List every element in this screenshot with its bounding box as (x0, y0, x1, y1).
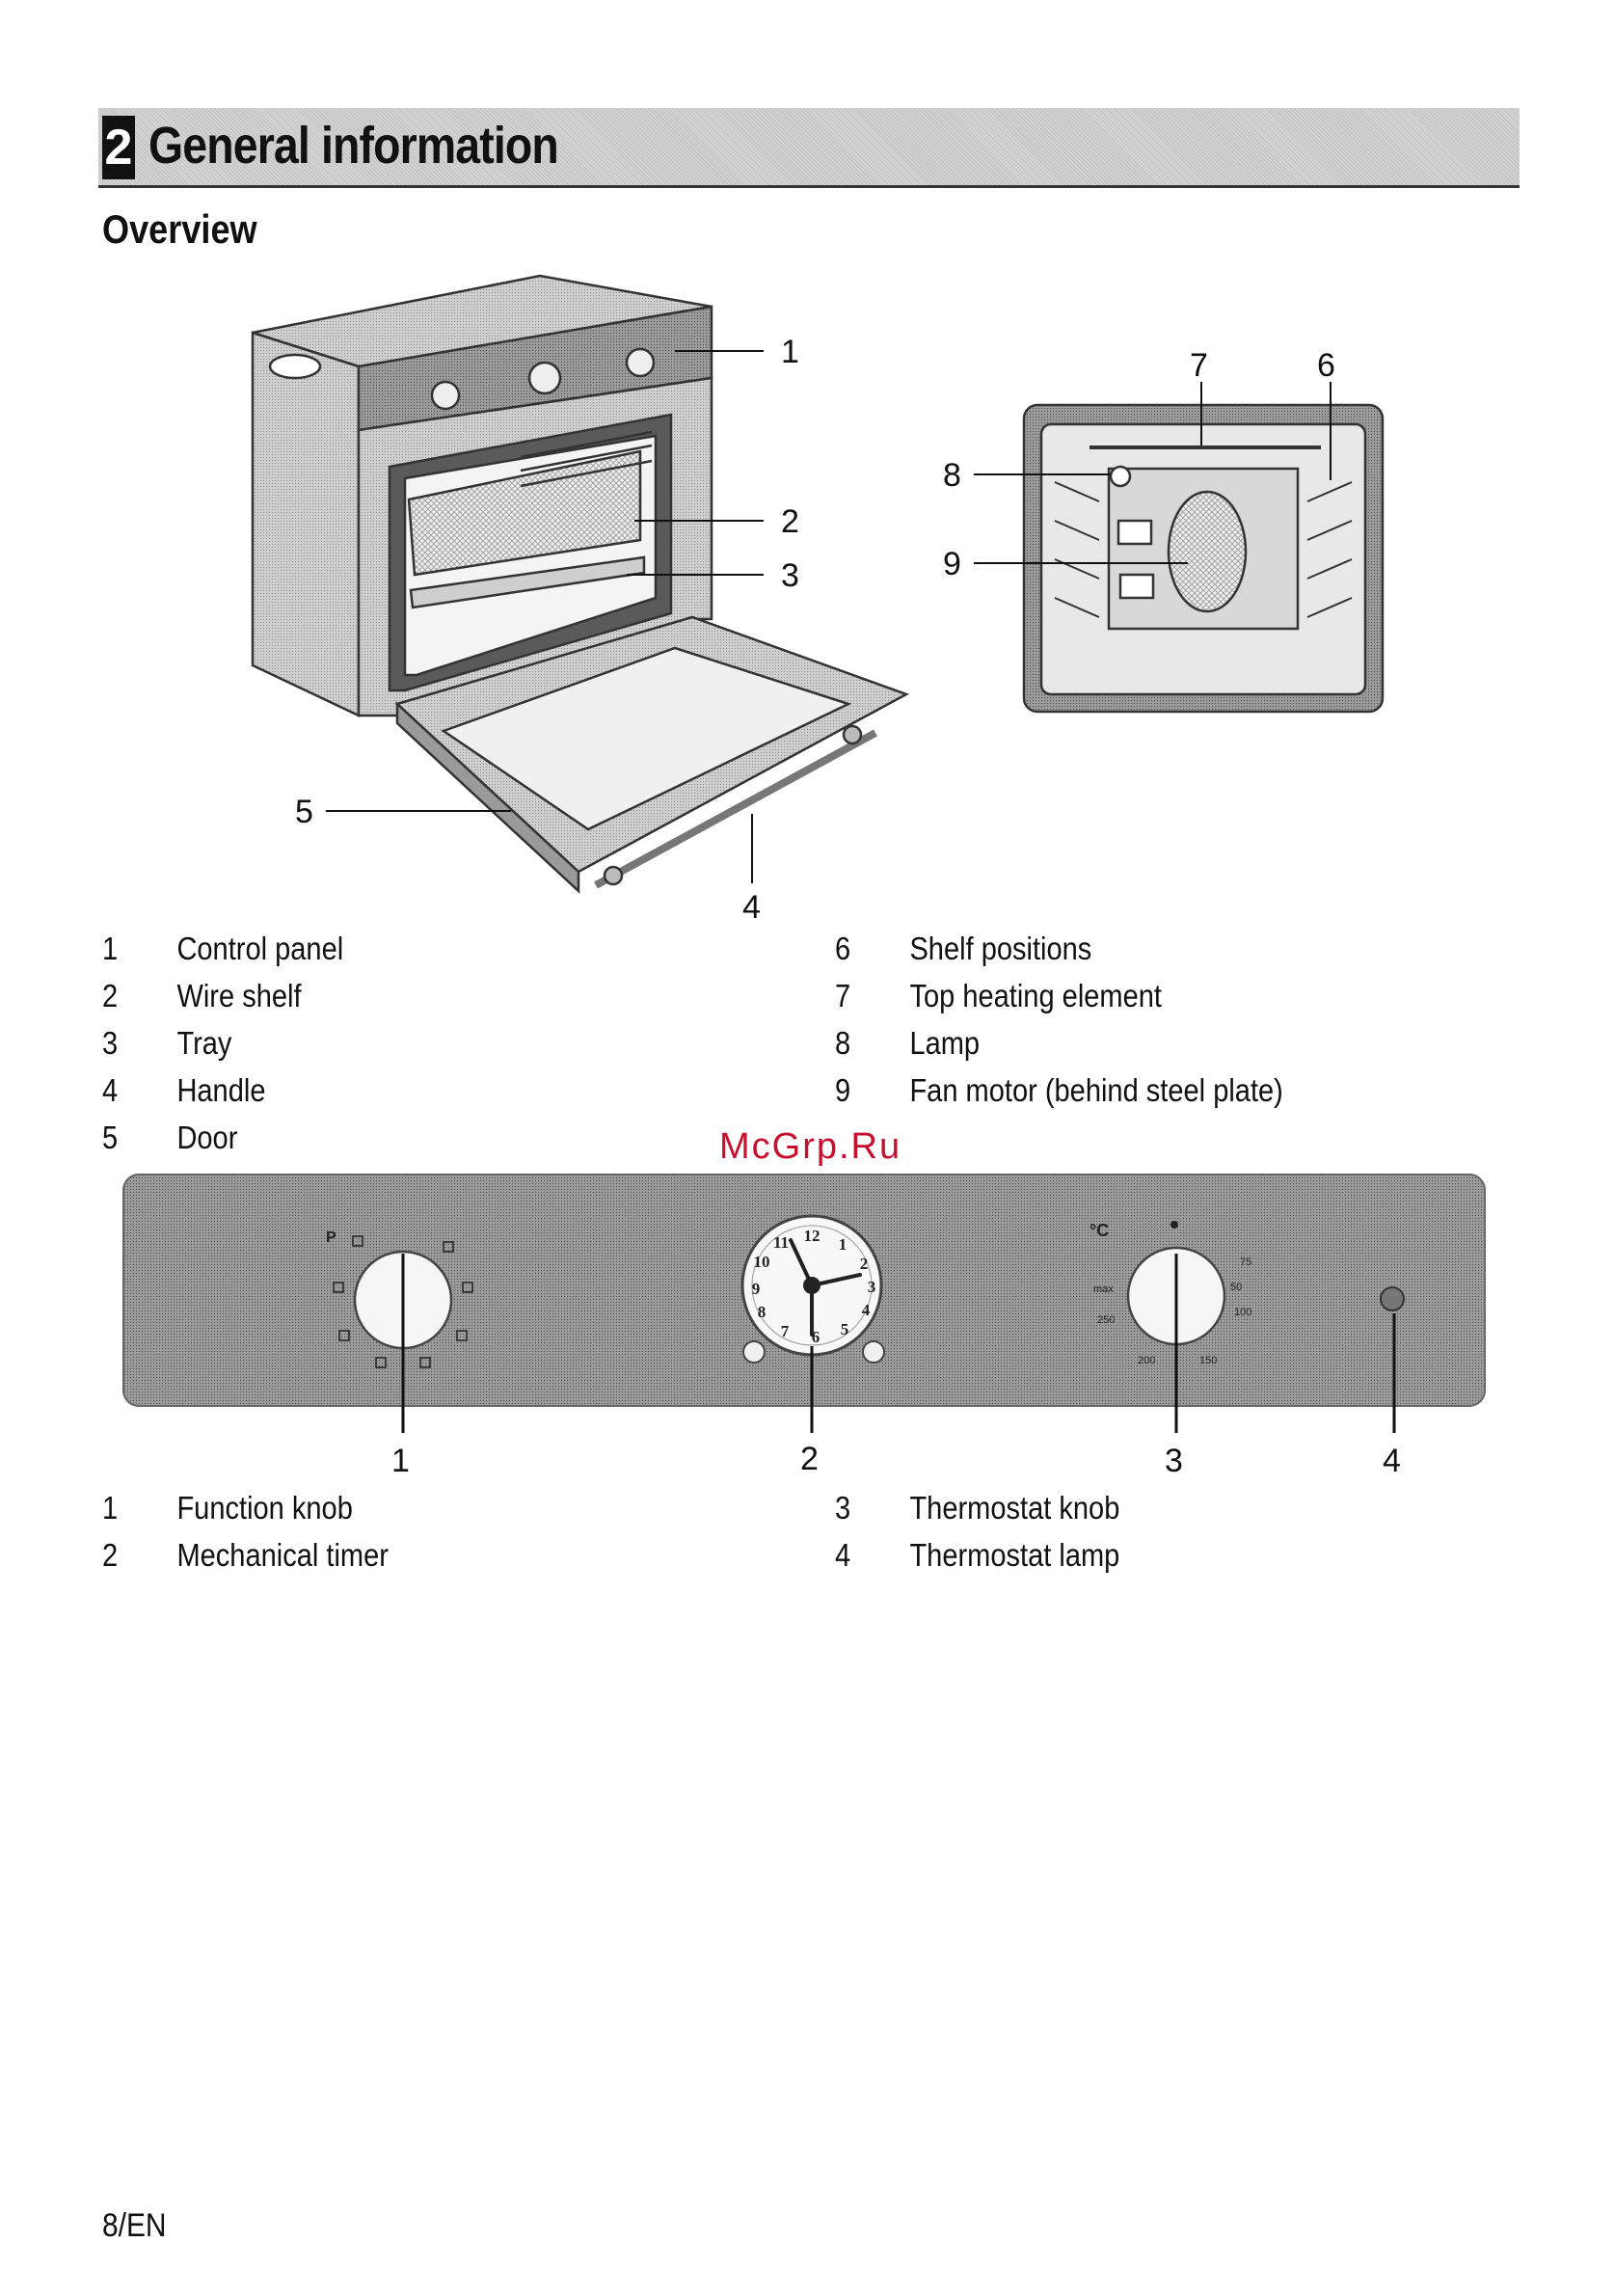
chapter-header-bar (98, 108, 1520, 188)
cavity-drawing (1022, 403, 1385, 714)
thermostat-label-100: 100 (1234, 1307, 1251, 1318)
legend-number: 9 (835, 1072, 851, 1108)
legend-text: Control panel (176, 931, 344, 966)
oven-callout-5: 5 (295, 794, 313, 830)
section-title: Overview (102, 206, 257, 252)
chapter-title: General information (148, 117, 559, 175)
oven-callout-1: 1 (781, 334, 799, 370)
legend-text: Lamp (909, 1025, 981, 1061)
legend-number: 2 (102, 1537, 119, 1573)
legend-text: Thermostat knob (909, 1490, 1120, 1526)
timer-number-12: 12 (804, 1227, 820, 1245)
thermostat-label-250: 250 (1097, 1314, 1115, 1326)
timer-number-1: 1 (839, 1235, 847, 1254)
legend-number: 4 (102, 1072, 119, 1108)
timer-number-9: 9 (752, 1280, 761, 1298)
thermostat-label-200: 200 (1138, 1355, 1155, 1366)
oven-drawing (251, 274, 910, 894)
oven-callout-3: 3 (781, 557, 799, 594)
legend-text: Top heating element (909, 978, 1162, 1013)
legend-number: 6 (835, 931, 851, 966)
legend-number: 7 (835, 978, 851, 1013)
legend-number: 4 (835, 1537, 851, 1573)
legend-number: 5 (102, 1120, 119, 1155)
legend-text: Tray (176, 1025, 232, 1061)
legend-number: 3 (102, 1025, 119, 1061)
legend-number: 3 (835, 1490, 851, 1526)
function-knob-symbol: P (326, 1229, 336, 1246)
timer-number-2: 2 (860, 1255, 869, 1273)
legend-text: Mechanical timer (176, 1537, 389, 1573)
panel-callout-2: 2 (800, 1441, 819, 1477)
timer-number-5: 5 (841, 1320, 849, 1338)
legend-number: 1 (102, 1490, 119, 1526)
legend-number: 8 (835, 1025, 851, 1061)
watermark: McGrp.Ru (719, 1126, 902, 1167)
control-panel-drawing: P 12 1 2 3 4 5 6 7 8 9 10 11 °C (122, 1174, 1486, 1407)
thermostat-label-50: 50 (1230, 1282, 1242, 1293)
thermostat-lamp (1380, 1286, 1405, 1311)
legend-text: Handle (176, 1072, 266, 1108)
page-number: 8/EN (102, 2207, 167, 2244)
thermostat-unit: °C (1089, 1221, 1109, 1240)
panel-callout-4: 4 (1383, 1443, 1401, 1479)
cavity-callout-9: 9 (943, 546, 961, 582)
legend-text: Function knob (176, 1490, 353, 1526)
timer-number-3: 3 (868, 1278, 876, 1296)
oven-callout-4: 4 (742, 889, 761, 926)
legend-number: 2 (102, 978, 119, 1013)
chapter-number: 2 (102, 116, 135, 179)
thermostat-label-150: 150 (1199, 1355, 1217, 1366)
timer-number-8: 8 (758, 1303, 767, 1321)
legend-text: Wire shelf (176, 978, 302, 1013)
legend-text: Door (176, 1120, 238, 1155)
cavity-callout-7: 7 (1190, 347, 1208, 384)
timer-number-6: 6 (812, 1328, 820, 1346)
oven-callout-2: 2 (781, 503, 799, 540)
panel-callout-3: 3 (1165, 1443, 1183, 1479)
legend-number: 1 (102, 931, 119, 966)
legend-text: Thermostat lamp (909, 1537, 1120, 1573)
timer-number-11: 11 (773, 1233, 789, 1252)
thermostat-label-max: max (1093, 1283, 1114, 1295)
cavity-callout-8: 8 (943, 457, 961, 494)
thermostat-label-75: 75 (1240, 1256, 1251, 1268)
panel-callout-1: 1 (391, 1443, 410, 1479)
timer-number-7: 7 (781, 1322, 790, 1340)
legend-text: Fan motor (behind steel plate) (909, 1072, 1283, 1108)
timer-number-4: 4 (862, 1301, 871, 1319)
legend-text: Shelf positions (909, 931, 1092, 966)
cavity-callout-6: 6 (1317, 347, 1335, 384)
timer-number-10: 10 (754, 1253, 770, 1271)
